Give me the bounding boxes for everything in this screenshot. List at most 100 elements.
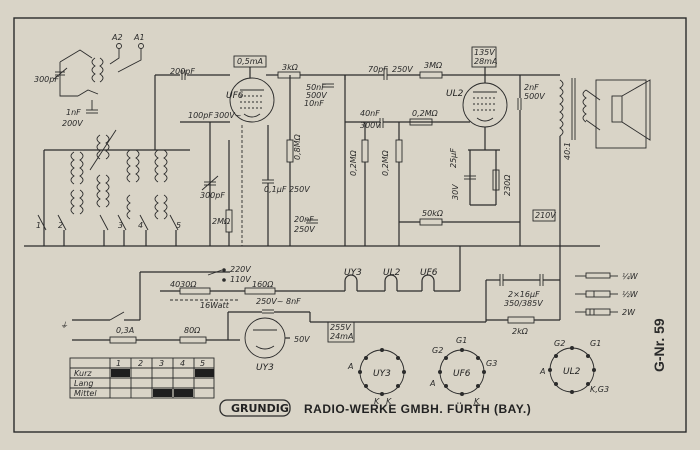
speaker-frame — [595, 79, 647, 149]
label-c-1nf: 1nF — [66, 108, 81, 117]
label-r-10nf: 10nF — [304, 99, 324, 108]
label-i-05ma: 0,5mA — [237, 57, 263, 66]
brand-logo: GRUNDIG — [231, 402, 289, 415]
ul2-tube-envelope — [462, 82, 508, 128]
switch-contact-5: 5 — [176, 221, 181, 230]
ul2-stage: 70pF 250V 3MΩ 40nF 300V 0,2MΩ 0,2MΩ 0,2M… — [344, 46, 556, 246]
switch-contact-1: 1 — [36, 221, 41, 230]
legend-quarter-watt: ¼W — [622, 272, 639, 281]
band-switch-contacts: 1 2 3 4 5 — [36, 214, 181, 231]
label-v-210: 210V — [535, 211, 556, 220]
tube-label-uy3: UY3 — [256, 363, 274, 373]
voltage-box-210v — [532, 209, 556, 222]
socket-label-uy3: UY3 — [373, 369, 391, 379]
company-name: RADIO-WERKE GMBH. FÜRTH (BAY.) — [304, 401, 531, 416]
coil-bank: 1 2 3 4 5 — [24, 129, 600, 247]
label-r-02mohm-a: 0,2MΩ — [349, 149, 358, 176]
label-r-02mohm-b: 0,2MΩ — [381, 149, 390, 176]
label-c-25uf: 25µF — [449, 148, 458, 168]
label-r-3mohm: 3MΩ — [424, 61, 443, 70]
brand-logo-box — [219, 399, 291, 417]
label-c-2x16uf: 2×16µF — [508, 290, 540, 299]
label-c-200pf: 200pF — [170, 67, 195, 76]
label-c-40nf: 40nF — [360, 109, 380, 118]
page-border — [13, 17, 687, 433]
model-number: G-Nr. 59 — [651, 318, 667, 372]
socket-uf6-pin-g2: G2 — [432, 346, 443, 355]
label-c-20nf: 20nF — [294, 215, 314, 224]
label-fuse-03a: 0,3A — [116, 326, 134, 335]
socket-ul2: UL2 G2 G1 A K,G3 — [539, 339, 609, 394]
table-col-4: 4 — [180, 359, 185, 368]
label-r-3kohm: 3kΩ — [282, 63, 299, 72]
label-c-500v-b: 500V — [524, 92, 545, 101]
switch-contact-2: 2 — [58, 221, 63, 230]
power-supply: 220V 110V 4030Ω 160Ω 16Watt UY3 UL2 UF6 … — [60, 246, 639, 373]
label-r-02mohm-top: 0,2MΩ — [412, 109, 439, 118]
heater-label-uy3: UY3 — [344, 268, 362, 278]
label-r-50kohm: 50kΩ — [422, 209, 444, 218]
uf6-tube-envelope — [229, 77, 275, 123]
antenna-section: A2 A1 300pF 1nF 200V — [34, 33, 145, 128]
legend-half-watt: ½W — [622, 290, 639, 299]
table-filled-cell — [153, 389, 172, 397]
label-c-50nf: 50nF — [306, 83, 326, 92]
table-filled-cell — [174, 389, 193, 397]
socket-label-uf6: UF6 — [453, 369, 471, 379]
socket-uf6-pin-a: A — [429, 379, 435, 388]
label-c-500v-a: 500V — [306, 91, 327, 100]
label-v-250: 250V — [392, 65, 413, 74]
table-filled-cell — [111, 369, 130, 377]
heater-label-ul2: UL2 — [383, 268, 401, 278]
label-c-250v-8nf: 250V~ 8nF — [256, 297, 301, 306]
label-c-300pf-trim: 300pF — [200, 191, 225, 200]
socket-uf6-pin-g3: G3 — [486, 359, 497, 368]
socket-uy3-pin-a: A — [347, 362, 353, 371]
output-transformer: 40:1 — [520, 74, 651, 246]
label-transformer-ratio: 40:1 — [563, 142, 572, 160]
table-row-lang: Lang — [74, 379, 94, 388]
label-c-2nf: 2nF — [524, 83, 539, 92]
table-filled-cells — [111, 369, 214, 397]
socket-label-ul2: UL2 — [563, 367, 581, 377]
label-r-2mohm: 2MΩ — [212, 217, 231, 226]
table-row-kurz: Kurz — [74, 369, 92, 378]
table-row-mittel: Mittel — [74, 389, 97, 398]
socket-uf6-pin-g1: G1 — [456, 336, 467, 345]
label-r-230ohm: 230Ω — [503, 174, 512, 196]
label-c-30v: 30V — [451, 184, 460, 200]
label-c-300v: 300V — [360, 121, 381, 130]
socket-ul2-pin-g1: G1 — [590, 339, 601, 348]
label-w-16watt: 16Watt — [200, 301, 230, 310]
table-filled-cell — [195, 369, 214, 377]
antenna-label-a2: A2 — [111, 33, 123, 42]
label-c-100pf: 100pF — [188, 111, 213, 120]
switch-table: 1 2 3 4 5 Kurz Lang Mittel — [69, 357, 215, 399]
socket-ul2-pin-a: A — [539, 367, 545, 376]
label-v-135: 135V — [474, 48, 495, 57]
label-v-255: 255V — [330, 323, 351, 332]
label-v-110: 110V — [230, 275, 251, 284]
label-mains: ⏚ — [60, 321, 68, 330]
label-v-220: 220V — [230, 265, 251, 274]
title-plate: GRUNDIG RADIO-WERKE GMBH. FÜRTH (BAY.) G… — [219, 318, 667, 417]
label-r-08mohm: 0,8MΩ — [293, 133, 302, 160]
socket-uy3-pin-k2: K — [386, 397, 392, 406]
socket-uf6-pin-k: K — [474, 397, 480, 406]
label-i-24ma: 24mA — [330, 332, 353, 341]
switch-contact-3: 3 — [118, 221, 123, 230]
table-col-1: 1 — [116, 359, 121, 368]
label-c-01uf-250v: 0,1µF 250V — [264, 185, 310, 194]
antenna-label-a1: A1 — [133, 33, 145, 42]
socket-ul2-pin-g2: G2 — [554, 339, 565, 348]
fuse — [109, 336, 137, 344]
label-c-70pf: 70pF — [368, 65, 388, 74]
socket-ul2-pin-kg3: K,G3 — [590, 385, 609, 394]
tube-label-ul2: UL2 — [446, 89, 464, 99]
table-col-5: 5 — [200, 359, 205, 368]
label-r-80ohm: 80Ω — [184, 326, 201, 335]
switch-contact-4: 4 — [138, 221, 143, 230]
uy3-tube-envelope — [244, 317, 286, 359]
table-col-3: 3 — [159, 359, 164, 368]
